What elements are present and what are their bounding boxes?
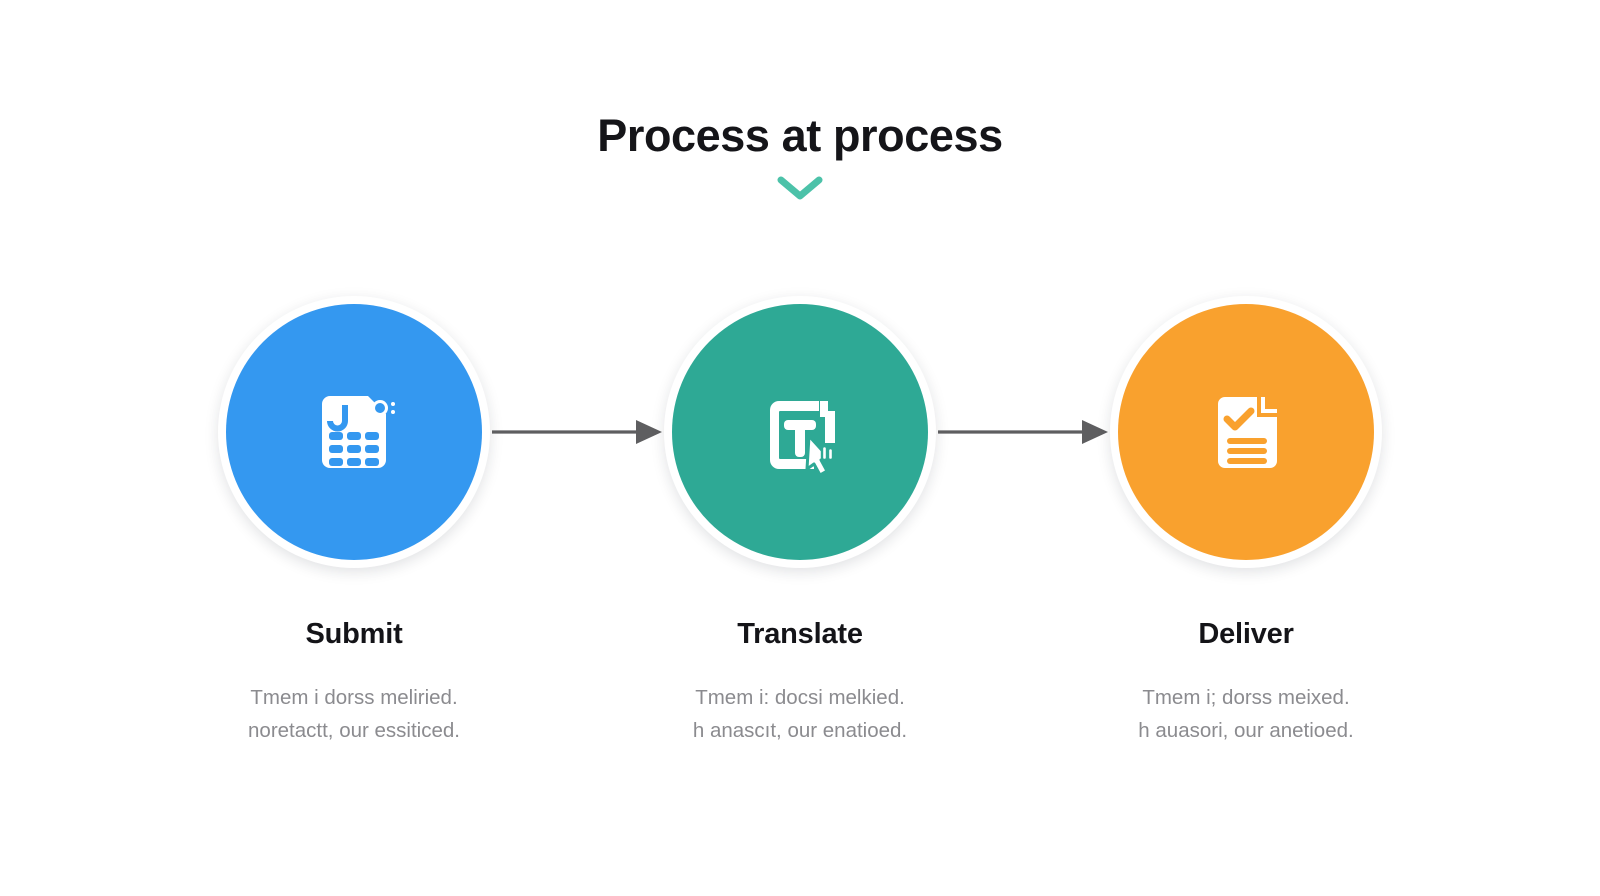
- step-description-submit: Tmem i dorss meliried. noretactt, our es…: [248, 681, 460, 747]
- step-label-submit: Submit: [305, 618, 403, 650]
- arrow-right-icon: [490, 418, 664, 446]
- step-description-deliver: Tmem i; dorss meixed. h auasori, our ane…: [1138, 681, 1353, 747]
- step-desc-line-2: h auasori, our anetioed.: [1138, 719, 1354, 743]
- chevron-down-icon: [777, 175, 823, 201]
- form-document-icon: [300, 378, 408, 486]
- chevron-wrap: [0, 173, 1600, 203]
- step-desc-line-1: Tmem i: docsi melkied.: [695, 686, 905, 709]
- step-circle-outer-submit: [218, 296, 490, 568]
- process-step-translate[interactable]: Translate Tmem i: docsi melkied. h anasc…: [664, 296, 936, 747]
- arrow-right-icon: [936, 418, 1110, 446]
- connector-submit-to-translate: [490, 296, 664, 568]
- step-label-translate: Translate: [737, 618, 863, 650]
- step-circle-outer-translate: [664, 296, 936, 568]
- step-label-deliver: Deliver: [1198, 618, 1294, 650]
- step-desc-line-2: h anascıt, our enatioed.: [692, 719, 908, 743]
- step-desc-line-1: Tmem i dorss meliried.: [250, 686, 458, 709]
- step-circle-outer-deliver: [1110, 296, 1382, 568]
- step-circle-submit[interactable]: [226, 304, 482, 560]
- step-desc-line-2: noretactt, our essiticed.: [248, 719, 460, 743]
- step-circle-translate[interactable]: [672, 304, 928, 560]
- document-check-icon: [1192, 378, 1300, 486]
- process-steps: Submit Tmem i dorss meliried. noretactt,…: [0, 296, 1600, 747]
- translate-cursor-icon: [746, 378, 854, 486]
- process-step-deliver[interactable]: Deliver Tmem i; dorss meixed. h auasori,…: [1110, 296, 1382, 747]
- step-circle-deliver[interactable]: [1118, 304, 1374, 560]
- process-step-submit[interactable]: Submit Tmem i dorss meliried. noretactt,…: [218, 296, 490, 747]
- connector-translate-to-deliver: [936, 296, 1110, 568]
- step-description-translate: Tmem i: docsi melkied. h anascıt, our en…: [693, 681, 907, 747]
- diagram-header: Process at process: [0, 112, 1600, 203]
- page-title: Process at process: [597, 110, 1003, 161]
- step-desc-line-1: Tmem i; dorss meixed.: [1142, 686, 1350, 709]
